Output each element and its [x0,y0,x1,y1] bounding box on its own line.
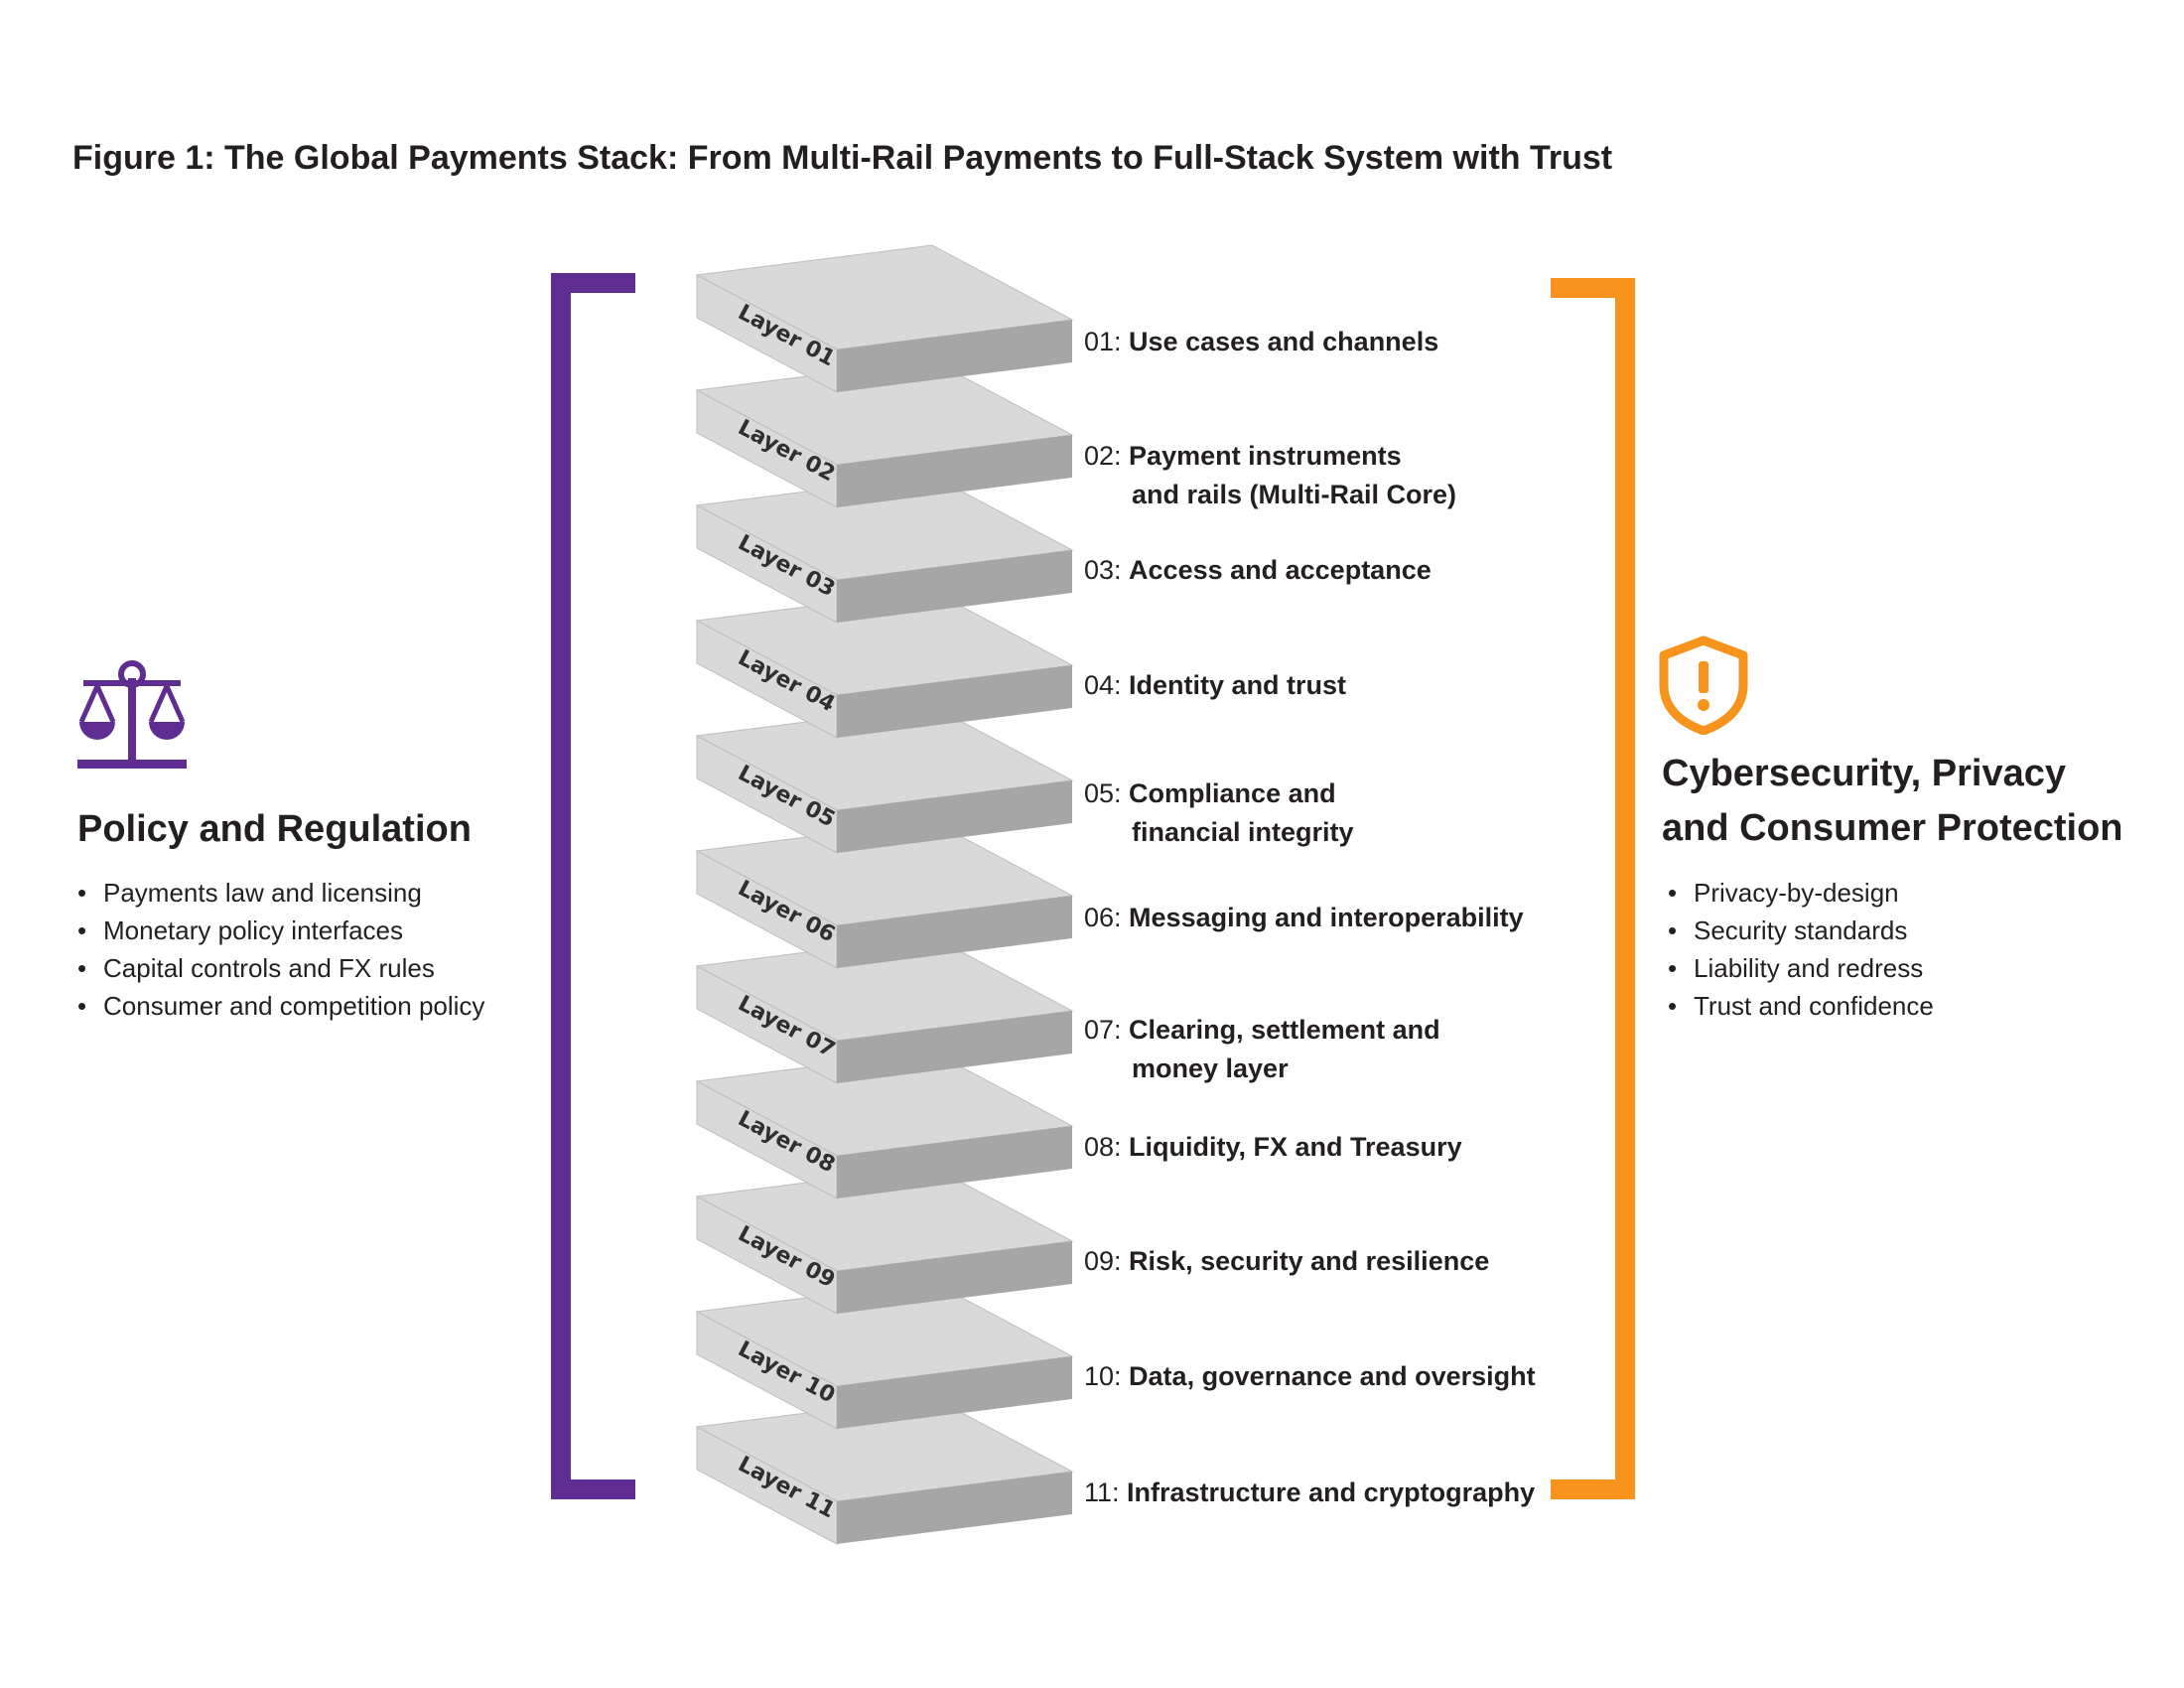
layer-title-line: and rails (Multi-Rail Core) [1132,480,1457,509]
layer-slab-front-face [837,550,1072,623]
layer-slab: Layer 01 [695,244,1074,393]
layer-description: 06: Messaging and interoperability [1084,899,1524,937]
layer-slab: Layer 06 [695,820,1074,969]
layer-slab-front-face [837,1356,1072,1429]
layer-description: 10: Data, governance and oversight [1084,1357,1536,1396]
layer-number: 03: [1084,555,1130,585]
layer-number: 09: [1084,1246,1130,1276]
layer-slab: Layer 02 [695,359,1074,508]
layer-slab: Layer 04 [695,590,1074,739]
layer-title-line: financial integrity [1132,817,1354,847]
layer-slab: Layer 07 [695,935,1074,1084]
layer-number: 02: [1084,441,1130,471]
layer-slab-front-face [837,1241,1072,1314]
layer-description: 02: Payment instruments and rails (Multi-… [1084,437,1456,514]
security-bullet: Privacy-by-design [1668,874,1934,912]
layer-title-line: Identity and trust [1129,670,1347,700]
layer-slab-front-face [837,896,1072,968]
layer-description: 03: Access and acceptance [1084,551,1432,590]
layer-description: 01: Use cases and channels [1084,323,1438,361]
layer-title-line: Clearing, settlement and [1129,1015,1440,1045]
layer-number: 01: [1084,327,1130,356]
layer-slab: Layer 03 [695,475,1074,624]
layer-description: 05: Compliance and financial integrity [1084,774,1354,852]
layer-slab: Layer 08 [695,1051,1074,1199]
security-heading-line: and Consumer Protection [1662,807,2123,849]
layer-number: 07: [1084,1015,1130,1045]
scales-icon [77,660,187,770]
layer-description: 04: Identity and trust [1084,666,1346,705]
security-heading: Cybersecurity, Privacy and Consumer Prot… [1662,747,2123,856]
layer-slab-front-face [837,780,1072,853]
layer-title-line: Infrastructure and cryptography [1127,1477,1536,1507]
security-bullet: Trust and confidence [1668,987,1934,1025]
layer-number: 04: [1084,670,1130,700]
layer-slab-front-face [837,435,1072,507]
layer-number: 08: [1084,1132,1130,1162]
figure-title: Figure 1: The Global Payments Stack: Fro… [72,139,1613,177]
layer-title-line: Messaging and interoperability [1129,903,1524,932]
layer-title-line: Access and acceptance [1129,555,1432,585]
layer-title-line: Use cases and channels [1129,327,1439,356]
layer-title-line: money layer [1132,1054,1289,1083]
layer-description: 09: Risk, security and resilience [1084,1242,1489,1281]
policy-bullet: Capital controls and FX rules [77,949,484,987]
shield-alert-icon [1658,635,1749,736]
layer-number: 10: [1084,1361,1130,1391]
layer-title-line: Compliance and [1129,778,1336,808]
layer-slab: Layer 11 [695,1396,1074,1545]
layer-title-line: Payment instruments [1129,441,1402,471]
security-heading-line: Cybersecurity, Privacy [1662,753,2066,794]
policy-bracket [551,273,635,1499]
layer-number: 05: [1084,778,1130,808]
layer-title-line: Risk, security and resilience [1129,1246,1490,1276]
layer-slab-front-face [837,1126,1072,1198]
layer-slab-front-face [837,320,1072,392]
policy-bullet-list: Payments law and licensing Monetary poli… [77,874,484,1025]
layer-number: 06: [1084,903,1130,932]
security-bullet-list: Privacy-by-design Security standards Lia… [1668,874,1934,1025]
layer-slab-front-face [837,1472,1072,1544]
policy-bullet: Consumer and competition policy [77,987,484,1025]
policy-heading: Policy and Regulation [77,808,472,850]
layer-number: 11: [1084,1477,1128,1507]
layer-slab-front-face [837,1011,1072,1083]
policy-bullet: Payments law and licensing [77,874,484,912]
security-bullet: Security standards [1668,912,1934,949]
security-bracket [1551,278,1635,1499]
layer-title-line: Liquidity, FX and Treasury [1129,1132,1462,1162]
layer-description: 08: Liquidity, FX and Treasury [1084,1128,1462,1167]
security-bullet: Liability and redress [1668,949,1934,987]
layer-description: 11: Infrastructure and cryptography [1084,1474,1535,1512]
layer-title-line: Data, governance and oversight [1129,1361,1536,1391]
policy-bullet: Monetary policy interfaces [77,912,484,949]
layer-slab-front-face [837,665,1072,738]
layer-description: 07: Clearing, settlement and money layer [1084,1011,1440,1088]
layer-slab: Layer 05 [695,705,1074,854]
